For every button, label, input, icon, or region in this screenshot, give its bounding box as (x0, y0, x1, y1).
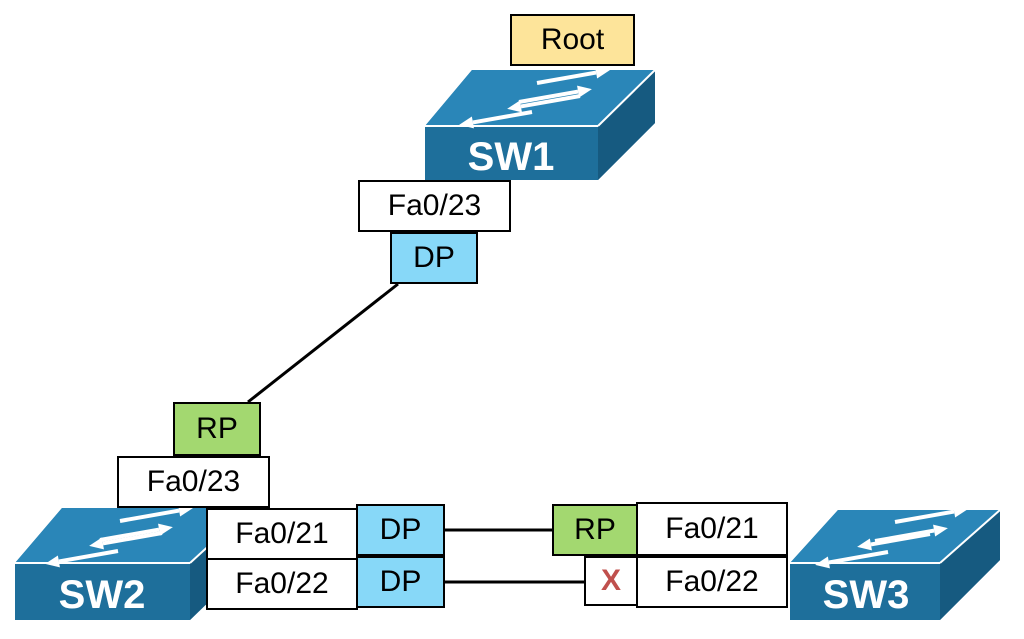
sw2-fa023-interface-label: Fa0/23 (117, 456, 270, 508)
sw2-fa021-interface-label: Fa0/21 (206, 508, 358, 560)
sw3-fa021-interface-label: Fa0/21 (636, 502, 788, 556)
switch-sw2-name: SW2 (59, 573, 146, 617)
switch-sw2-icon: SW2 (15, 500, 251, 620)
sw2-fa023-port-role: RP (173, 402, 261, 456)
sw2-fa022-interface-label: Fa0/22 (206, 558, 358, 610)
switch-sw3-name: SW3 (823, 573, 910, 617)
link-sw1-sw2 (247, 282, 399, 404)
sw2-fa022-port-role: DP (356, 556, 445, 608)
sw3-fa022-interface-label: Fa0/22 (636, 556, 788, 608)
sw3-fa022-blocked-port-marker: X (584, 556, 638, 606)
root-bridge-badge: Root (510, 14, 635, 66)
sw2-fa021-port-role: DP (356, 504, 445, 556)
switch-sw3-icon: SW3 (790, 501, 1001, 620)
sw1-fa023-interface-label: Fa0/23 (358, 180, 511, 232)
switch-sw1-name: SW1 (468, 135, 555, 179)
sw1-fa023-port-role: DP (390, 232, 478, 284)
switch-sw1-icon: SW1 (425, 62, 656, 180)
sw3-fa021-port-role: RP (552, 504, 638, 556)
